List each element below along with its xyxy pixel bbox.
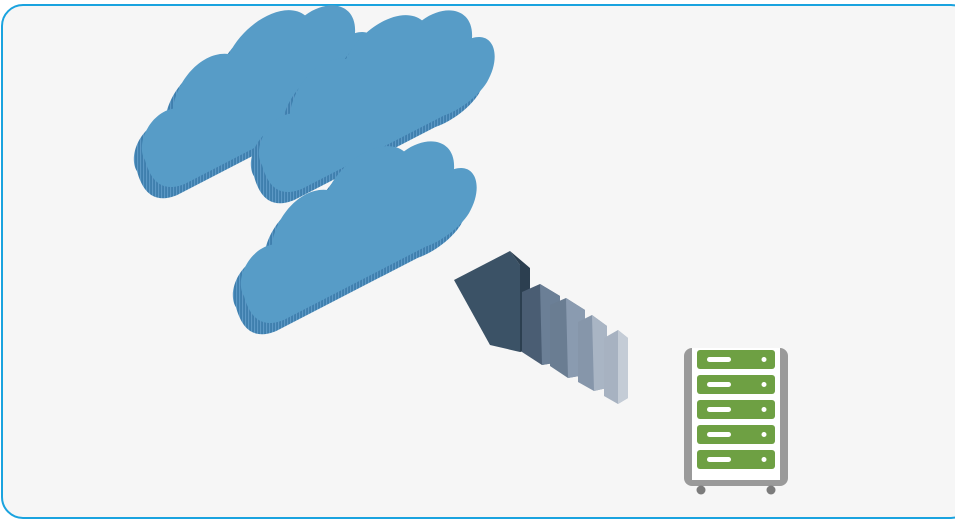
- server-icon: [684, 348, 788, 495]
- server-units: [697, 350, 775, 469]
- arrow-icon: [454, 251, 628, 404]
